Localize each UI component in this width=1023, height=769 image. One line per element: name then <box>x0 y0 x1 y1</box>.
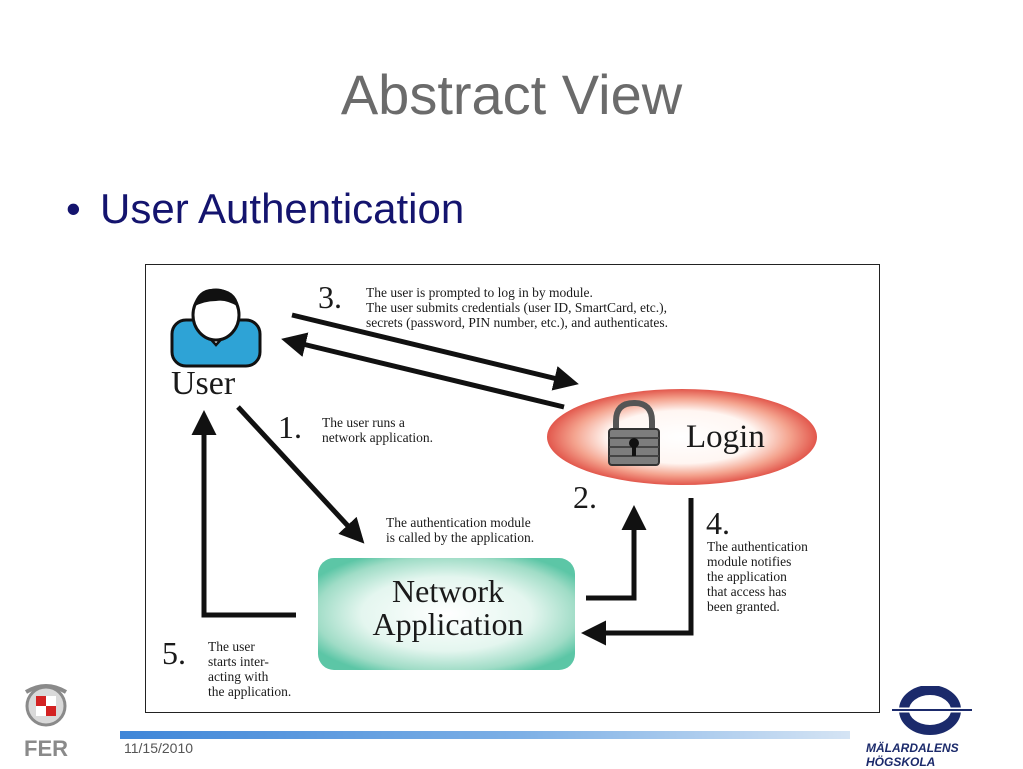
step-5-number: 5. <box>162 635 186 671</box>
footer-bar <box>120 731 850 739</box>
malardalens-logo <box>862 685 1020 762</box>
slide-title: Abstract View <box>340 63 683 126</box>
step-3-text: The user is prompted to log in by module… <box>366 285 668 330</box>
arrow-login-to-network-app <box>581 498 694 646</box>
fer-logo: FER <box>14 682 78 762</box>
footer-date: 11/15/2010 <box>124 740 194 756</box>
user-icon <box>170 288 262 368</box>
arrow-login-to-user <box>281 332 565 410</box>
fer-logo-text: FER <box>24 736 68 761</box>
arrow-user-to-login <box>291 312 579 391</box>
bullet-dot: • <box>66 185 81 232</box>
step-5-text: The user starts inter- acting with the a… <box>208 639 292 699</box>
authentication-diagram: User Login Network Application 3. The us… <box>145 264 880 713</box>
arrow-network-app-to-login <box>586 505 647 601</box>
arrow-network-app-to-user <box>191 410 296 618</box>
network-application-label: Network Application <box>372 573 524 642</box>
step-1-number: 1. <box>278 409 302 445</box>
step-4-text: The authentication module notifies the a… <box>707 539 808 614</box>
step-4-number: 4. <box>706 505 730 541</box>
diagram-graphics <box>170 288 817 670</box>
network-application-node <box>318 558 575 670</box>
bullet-text: User Authentication <box>100 185 465 232</box>
step-3-number: 3. <box>318 279 342 315</box>
arrow-user-to-network-app <box>236 405 365 544</box>
bullet-item: • User Authentication <box>66 185 464 233</box>
user-label: User <box>171 365 236 402</box>
step-2-number: 2. <box>573 479 597 515</box>
lock-icon <box>608 399 660 466</box>
step-2-text: The authentication module is called by t… <box>386 515 535 545</box>
step-1-text: The user runs a network application. <box>322 415 433 445</box>
login-label: Login <box>686 419 765 455</box>
malardalens-logo-text: MÄLARDALENS HÖGSKOLA <box>866 741 959 769</box>
login-node <box>547 389 817 485</box>
